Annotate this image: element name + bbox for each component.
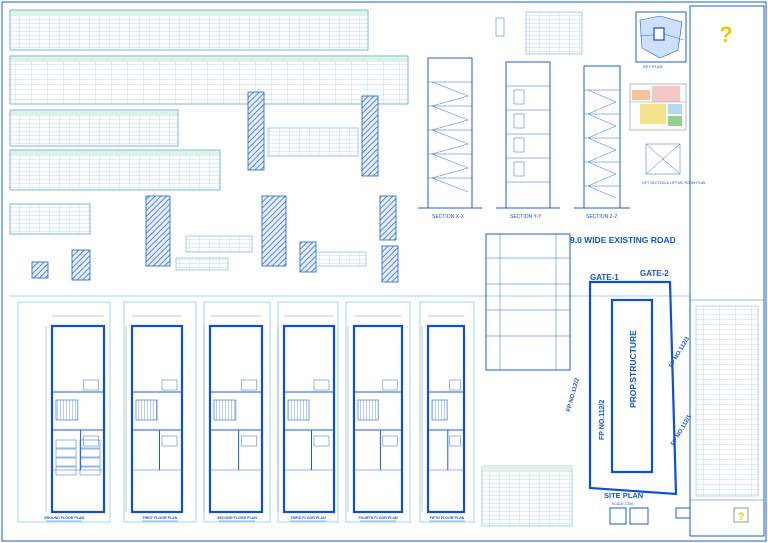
section-notes [525,11,583,55]
site-elevation [485,233,571,371]
floor-plan-title: FOURTH FLOOR PLAN [358,516,398,520]
floor-plan-6: FIFTH FLOOR PLAN [419,301,475,523]
table-4 [9,149,221,191]
section-y-label: SECTION Y-Y [510,214,542,220]
table-5 [9,203,91,235]
site-plan: 9.0 WIDE EXISTING ROAD GATE-1 GATE-2 PRO… [481,233,693,527]
section-x: SECTION X-X [418,57,482,220]
section-y: SECTION Y-Y [496,61,560,220]
floor-plan-title: SECOND FLOOR PLAN [217,516,257,520]
fp-left-road-label: FP NO.112/2 [566,377,581,413]
title-block: ? ? [689,5,765,537]
schedule-details [31,91,399,283]
key-plan: KEY PLAN LIFT SECTION & LIFT MC ROOM PLA… [629,11,706,185]
section-x-label: SECTION X-X [432,214,465,220]
section-z-label: SECTION Z-Z [586,214,617,220]
floor-plan-2: FIRST FLOOR PLAN [123,301,197,523]
gate-2-label: GATE-2 [640,269,669,278]
site-plan-title: SITE PLAN [604,491,643,500]
proposed-structure [610,298,654,474]
table-1 [9,9,369,51]
floor-plan-title: FIRST FLOOR PLAN [143,516,178,520]
parking-bays [55,439,101,476]
table-2 [9,55,409,105]
section-drawings: SECTION X-X SECTION Y-Y S [418,11,630,220]
floor-plan-4: THIRD FLOOR PLAN [277,301,339,523]
lift-plan-label: LIFT SECTION & LIFT MC ROOM PLAN [642,181,706,185]
help-icon: ? [719,22,732,47]
plot-boundary [588,280,678,496]
site-plan-table [481,465,573,527]
small-help-icon: ? [738,511,745,523]
floor-plan-title: THIRD FLOOR PLAN [290,516,326,520]
fp-left-label: FP NO.112/2 [599,400,606,440]
floor-plan-1: GROUND FLOOR PLAN [17,301,111,523]
site-plan-scale: SCALE 1:200 [612,502,633,506]
table-3 [9,109,179,147]
floor-plans: GROUND FLOOR PLAN FIRST FLOOR PLAN SECOND … [17,301,475,523]
key-plan-label: KEY PLAN [643,64,663,69]
floor-plan-5: FOURTH FLOOR PLAN [345,301,411,523]
gate-1-label: GATE-1 [590,273,619,282]
table-1-header [10,10,368,16]
floor-plan-title: FIFTH FLOOR PLAN [430,516,465,520]
structure-label: PROP.STRUCTURE [628,330,638,408]
section-z: SECTION Z-Z [574,65,630,220]
area-statement-tables [9,9,409,235]
road-label: 9.0 WIDE EXISTING ROAD [570,235,676,245]
floor-plan-title: GROUND FLOOR PLAN [44,516,85,520]
title-block-table [695,305,759,497]
floor-plan-3: SECOND FLOOR PLAN [203,301,271,523]
